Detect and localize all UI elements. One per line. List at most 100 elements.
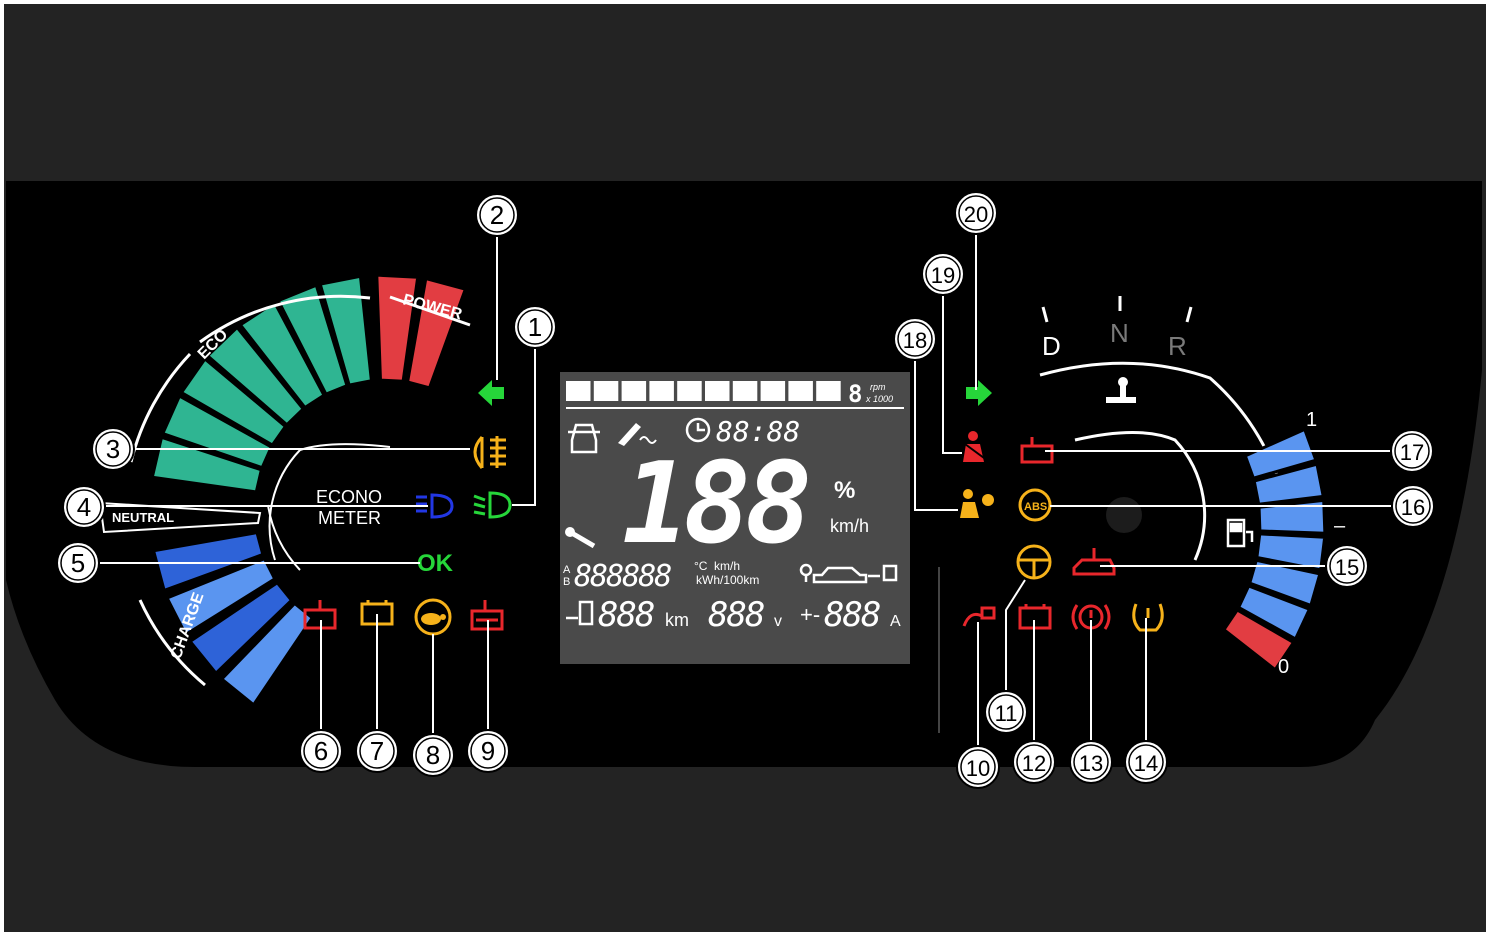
eco-arc-outline-2 bbox=[199, 294, 371, 344]
lcd-background bbox=[560, 372, 910, 664]
battery-segment bbox=[1257, 498, 1327, 535]
callout-1: 1 bbox=[513, 305, 557, 349]
turn-right-icon bbox=[966, 380, 992, 406]
rpm-label: rpm bbox=[870, 382, 886, 392]
callout-number: 18 bbox=[903, 328, 927, 353]
ready-ok-indicator: OK bbox=[417, 550, 454, 577]
right-gauge: D N R 1 – 0 bbox=[938, 296, 1346, 733]
battery-label-full: 1 bbox=[1306, 409, 1317, 431]
airbag-icon bbox=[960, 489, 994, 518]
wiper-fluid-icon bbox=[618, 423, 657, 446]
eco-segment bbox=[276, 283, 349, 397]
callout-number: 16 bbox=[1401, 495, 1425, 520]
callout-13: 13 bbox=[1069, 740, 1113, 784]
average-unit-bottom: kWh/100km bbox=[696, 573, 759, 587]
big-digits: 188 bbox=[622, 439, 808, 569]
eco-segment bbox=[205, 325, 306, 427]
eco-segment bbox=[238, 300, 326, 410]
eco-segment bbox=[318, 274, 374, 387]
leader-18 bbox=[914, 361, 958, 511]
eco-segments bbox=[150, 273, 468, 708]
charging-cable-icon bbox=[799, 563, 898, 584]
rpm-bar-cell bbox=[788, 381, 813, 401]
leader-11 bbox=[1005, 579, 1026, 690]
gear-tick-r bbox=[1185, 306, 1193, 323]
eco-segment bbox=[179, 356, 288, 447]
odometer-digits: 888888 bbox=[574, 559, 671, 594]
callout-number: 14 bbox=[1134, 751, 1158, 776]
callout-15: 15 bbox=[1325, 544, 1369, 588]
battery-label-empty: 0 bbox=[1278, 656, 1289, 678]
wrench-service-icon bbox=[565, 527, 596, 549]
rpm-bar-cell bbox=[816, 381, 841, 401]
turn-left-icon bbox=[478, 380, 504, 406]
high-beam-icon bbox=[416, 493, 454, 519]
battery-segment bbox=[1236, 584, 1312, 642]
callout-3: 3 bbox=[91, 427, 135, 471]
callout-number: 8 bbox=[426, 740, 440, 770]
inner-gauge-arc bbox=[1074, 431, 1207, 561]
callout-number: 7 bbox=[370, 736, 384, 766]
battery-segment bbox=[1243, 427, 1318, 480]
econo-meter: NEUTRAL ECO POWER CHARGE ECONO METER bbox=[98, 273, 471, 708]
clock-icon bbox=[685, 417, 711, 443]
battery-label-half: – bbox=[1334, 515, 1346, 537]
front-fog-light-icon bbox=[473, 435, 506, 469]
callout-number: 19 bbox=[931, 263, 955, 288]
callout-6: 6 bbox=[299, 729, 343, 773]
callout-number: 17 bbox=[1400, 440, 1424, 465]
seatbelt-icon bbox=[963, 431, 985, 462]
average-unit-top: km/h bbox=[714, 559, 740, 573]
callout-number: 1 bbox=[528, 312, 542, 342]
callout-17: 17 bbox=[1390, 429, 1434, 473]
callout-11: 11 bbox=[984, 690, 1028, 734]
econo-inner-arc bbox=[268, 443, 391, 561]
clock-time: 88:88 bbox=[716, 415, 800, 448]
power-arc-outline bbox=[389, 295, 471, 327]
charge-arc-outline bbox=[138, 599, 206, 687]
leader-19 bbox=[942, 296, 962, 454]
charge-plug-icon bbox=[1226, 518, 1254, 548]
neutral-label: NEUTRAL bbox=[112, 510, 174, 525]
callout-16: 16 bbox=[1391, 484, 1435, 528]
trip-b-label: B bbox=[563, 576, 570, 588]
econo-label: ECONO bbox=[316, 487, 382, 507]
range-fuel-icon bbox=[566, 600, 594, 626]
hood-open-icon bbox=[1072, 548, 1116, 576]
rpm-bar-cell bbox=[621, 381, 647, 401]
callout-number: 3 bbox=[106, 434, 120, 464]
range-digits: 888 bbox=[598, 595, 654, 635]
door-open-icon bbox=[568, 423, 600, 454]
neutral-marker bbox=[98, 501, 262, 534]
percent-unit: % bbox=[834, 477, 855, 504]
range-unit: km bbox=[665, 610, 689, 630]
callout-number: 12 bbox=[1022, 751, 1046, 776]
rpm-digit: 8 bbox=[848, 380, 862, 408]
callout-number: 4 bbox=[77, 492, 91, 522]
callout-number: 5 bbox=[71, 548, 85, 578]
charge-segment bbox=[165, 556, 277, 637]
callout-19: 19 bbox=[921, 252, 965, 296]
callout-number: 9 bbox=[481, 736, 495, 766]
charge-segment bbox=[151, 530, 265, 593]
callout-leader-lines bbox=[100, 235, 1391, 746]
trip-a-label: A bbox=[563, 564, 571, 576]
callout-number: 15 bbox=[1335, 555, 1359, 580]
lcd-display: 8 rpm x 1000 88:88 188 % km/h A B 888888… bbox=[560, 372, 910, 664]
battery-segment bbox=[1247, 558, 1322, 608]
callout-4: 4 bbox=[62, 485, 106, 529]
rpm-bar-cell bbox=[705, 381, 730, 401]
gear-tick-d bbox=[1041, 306, 1049, 323]
amp-unit: A bbox=[890, 613, 901, 630]
volt-digits: 888 bbox=[708, 595, 764, 635]
clock-hands bbox=[696, 423, 705, 432]
left-indicators: OK bbox=[303, 380, 512, 636]
tire-pressure-icon bbox=[1132, 603, 1164, 632]
callout-number: 11 bbox=[995, 701, 1018, 726]
callout-number: 20 bbox=[964, 202, 988, 227]
rpm-bar bbox=[566, 381, 841, 401]
rpm-bar-cell bbox=[566, 381, 591, 401]
steering-fault-icon bbox=[1016, 544, 1052, 580]
battery-level-segments bbox=[1221, 427, 1327, 672]
